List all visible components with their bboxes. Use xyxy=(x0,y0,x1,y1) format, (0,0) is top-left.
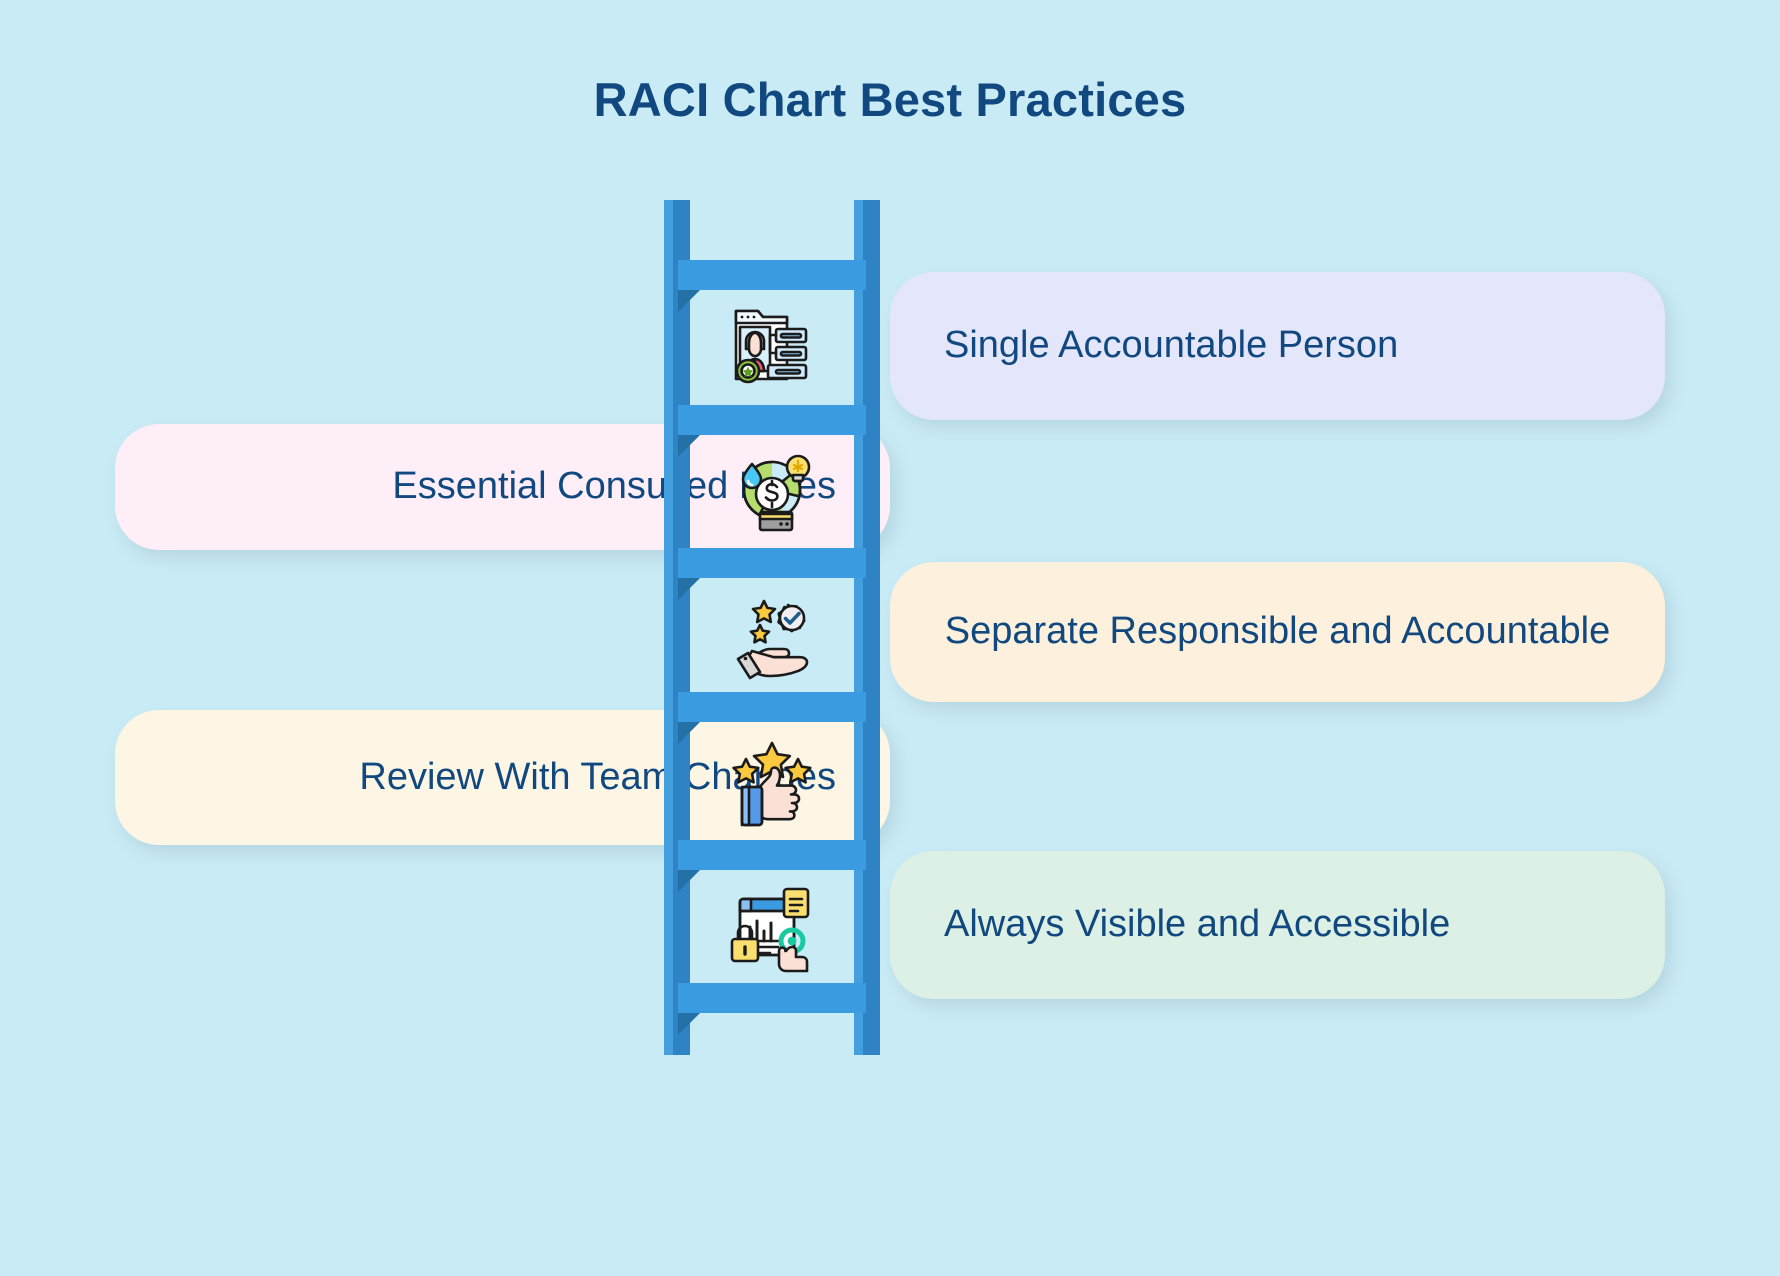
item-panel-1[interactable]: Single Accountable Person xyxy=(890,272,1665,420)
ladder-rail-right-highlight xyxy=(854,200,863,1055)
ladder-rung-5 xyxy=(678,840,866,870)
ladder-rail-left xyxy=(664,200,690,1055)
ladder-graphic xyxy=(664,200,880,1055)
ladder-rail-left-highlight xyxy=(664,200,673,1055)
ladder-rail-right-body xyxy=(863,200,880,1055)
item-label-5: Always Visible and Accessible xyxy=(944,903,1451,946)
ladder-rung-1 xyxy=(678,260,866,290)
page-title: RACI Chart Best Practices xyxy=(593,73,1187,126)
item-label-3: Separate Responsible and Accountable xyxy=(944,610,1611,653)
item-panel-5[interactable]: Always Visible and Accessible xyxy=(890,851,1665,999)
ladder-rung-3 xyxy=(678,548,866,578)
ladder-rung-6 xyxy=(678,983,866,1013)
ladder-rail-right xyxy=(854,200,880,1055)
ladder-rung-4 xyxy=(678,692,866,722)
item-panel-3[interactable]: Separate Responsible and Accountable xyxy=(890,562,1665,702)
item-label-1: Single Accountable Person xyxy=(944,324,1399,367)
ladder-rail-left-body xyxy=(673,200,690,1055)
ladder-rung-2 xyxy=(678,405,866,435)
